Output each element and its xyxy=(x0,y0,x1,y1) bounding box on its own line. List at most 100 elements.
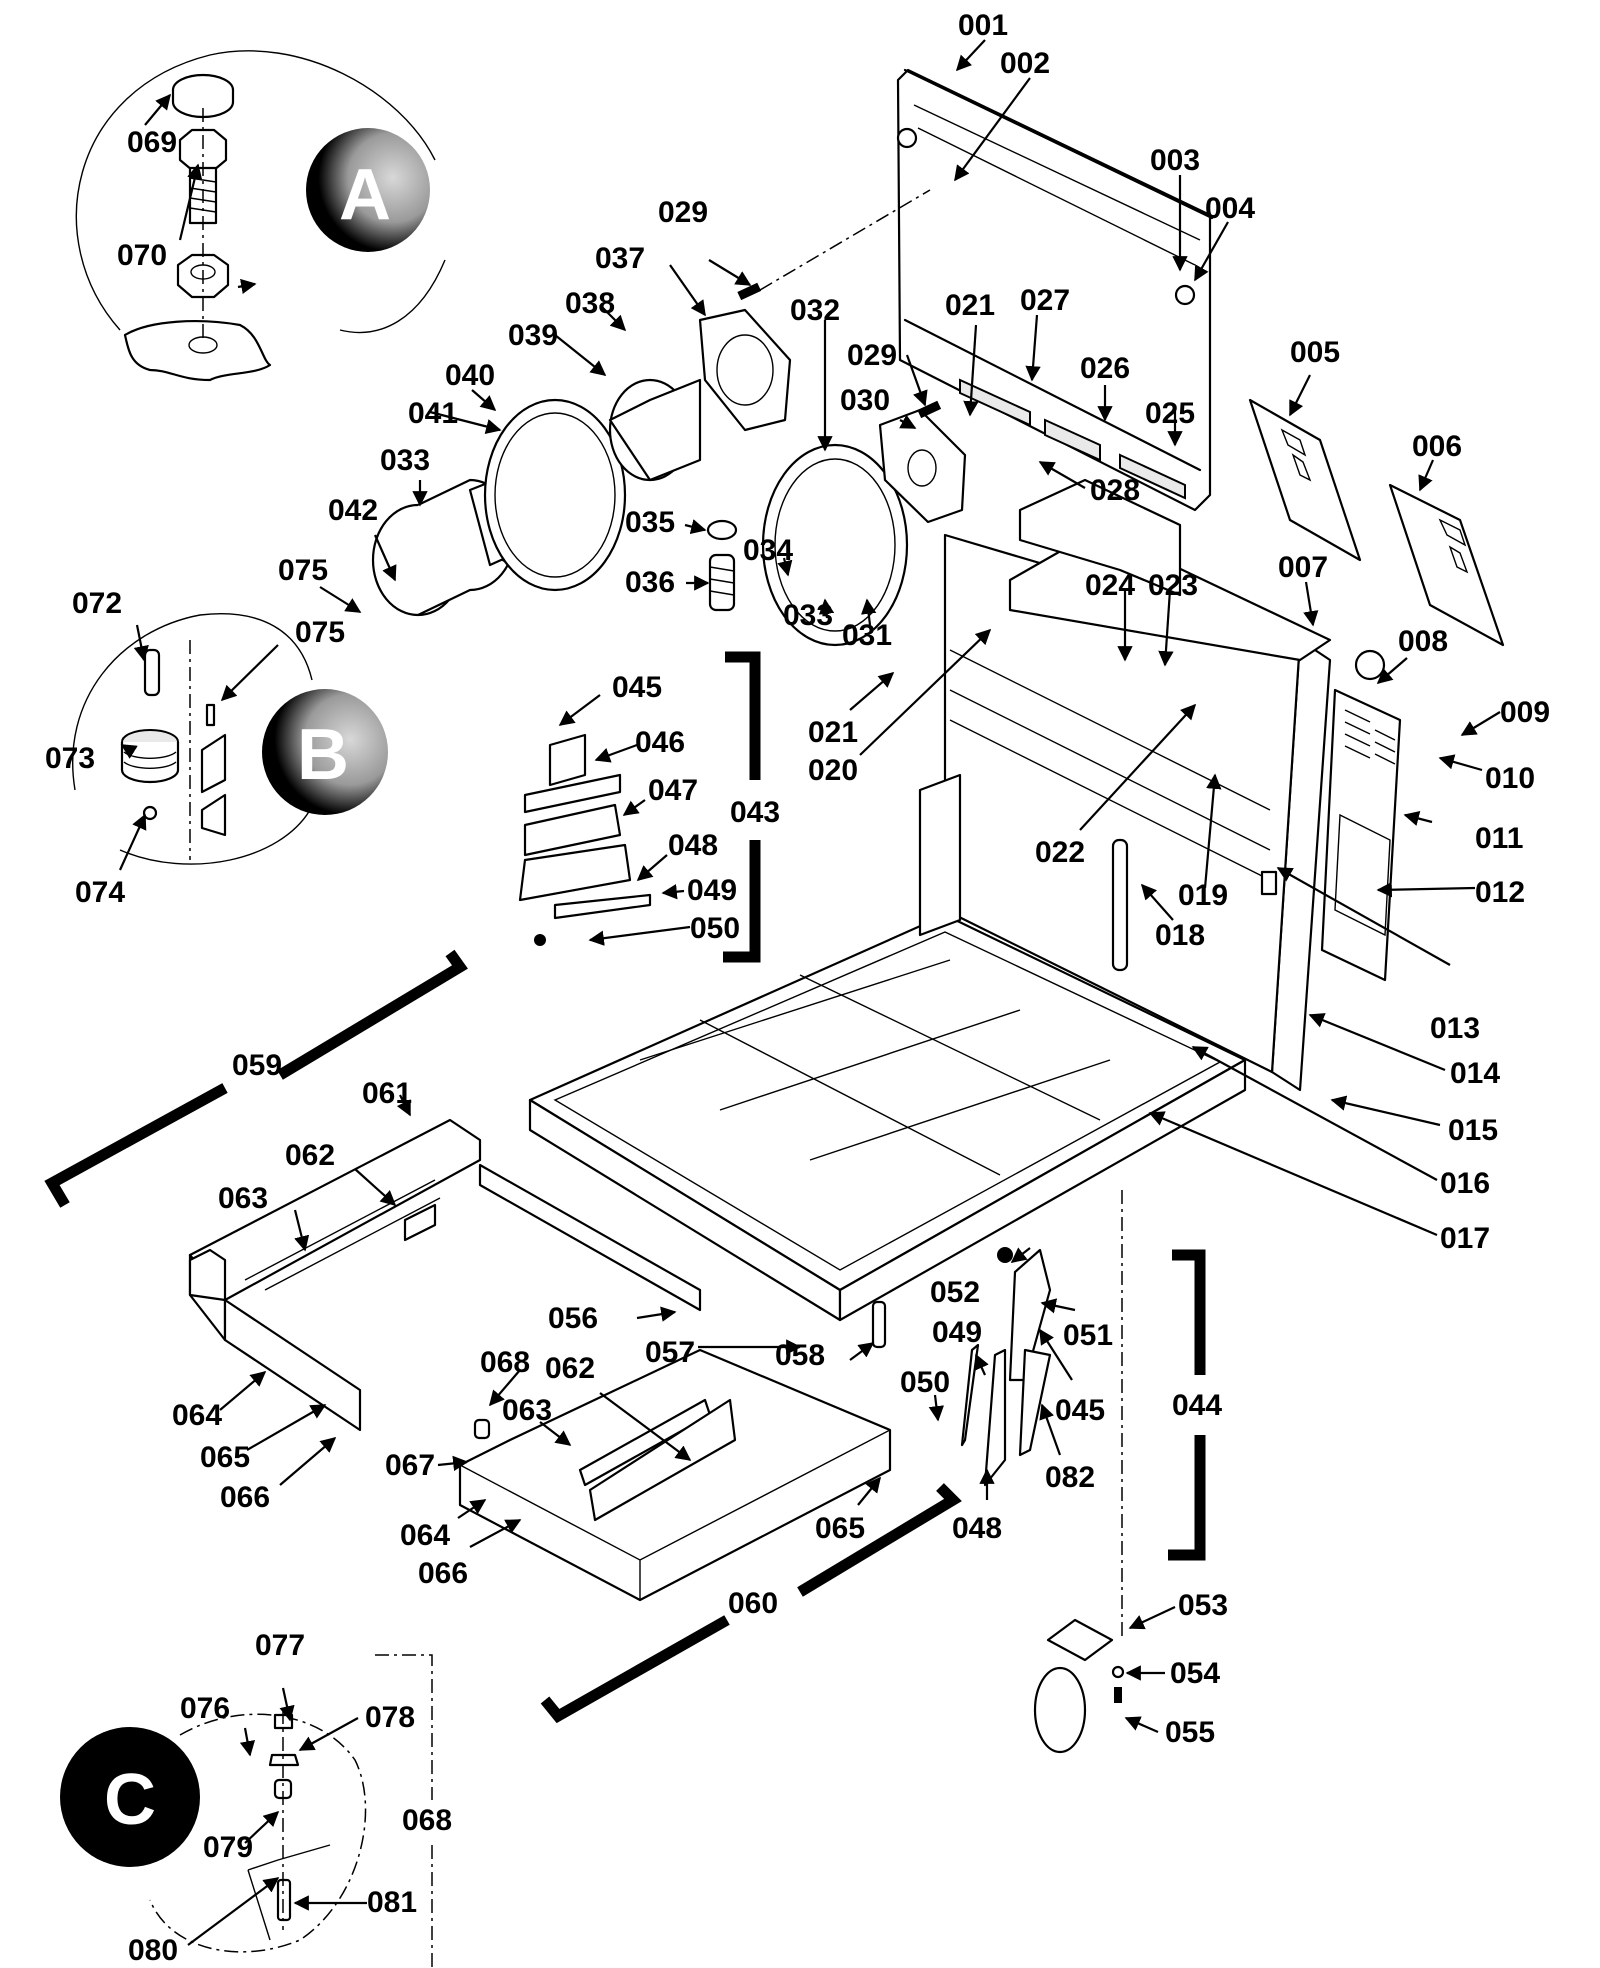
assembly-043-parts xyxy=(518,733,652,946)
callout-050-lower: 050 xyxy=(900,1366,950,1399)
callout-029-upper: 029 xyxy=(658,196,708,229)
nut-052 xyxy=(997,1247,1013,1263)
callout-030: 030 xyxy=(840,384,890,417)
callout-079: 079 xyxy=(203,1831,253,1864)
callout-075: 075 xyxy=(295,616,345,649)
callout-065-upper: 065 xyxy=(200,1441,250,1474)
callout-036: 036 xyxy=(625,566,675,599)
callout-014: 014 xyxy=(1450,1057,1500,1090)
callout-077: 077 xyxy=(255,1629,305,1662)
callout-068-detail: 068 xyxy=(402,1804,452,1837)
cabinet-body xyxy=(943,478,1402,1092)
callout-005: 005 xyxy=(1290,336,1340,369)
callout-068: 068 xyxy=(480,1346,530,1379)
pin-072 xyxy=(143,648,161,697)
callout-074: 074 xyxy=(75,876,125,909)
callout-023: 023 xyxy=(1148,569,1198,602)
callout-037: 037 xyxy=(595,242,645,275)
callout-062-lower: 062 xyxy=(545,1352,595,1385)
callout-069: 069 xyxy=(127,126,177,159)
callout-020: 020 xyxy=(808,754,858,787)
bolt-055 xyxy=(1114,1687,1122,1703)
washer-054 xyxy=(1111,1665,1125,1679)
pin-081 xyxy=(276,1878,292,1922)
callout-060: 060 xyxy=(728,1587,778,1620)
caster-053 xyxy=(1033,1190,1125,1754)
caster-wheel xyxy=(1033,1666,1087,1754)
bracket-060 xyxy=(540,1483,962,1724)
bed-060 xyxy=(458,1300,892,1602)
bracket-044-top xyxy=(1172,1249,1206,1375)
callout-029-lower: 029 xyxy=(847,339,897,372)
callout-033-upper: 033 xyxy=(380,444,430,477)
callout-039: 039 xyxy=(508,319,558,352)
side-rail-016 xyxy=(838,1058,1247,1322)
rail-062-left xyxy=(403,1203,437,1242)
callout-048-upper: 048 xyxy=(668,829,718,862)
mount-plate-037 xyxy=(698,308,792,432)
callout-047: 047 xyxy=(648,774,698,807)
panel-006 xyxy=(1388,483,1505,647)
bracket-043-top xyxy=(725,651,761,780)
pivot-068 xyxy=(473,1418,491,1440)
callout-013: 013 xyxy=(1430,1012,1480,1045)
plate-048 xyxy=(518,843,632,902)
callout-057: 057 xyxy=(645,1336,695,1369)
callout-064-upper: 064 xyxy=(172,1399,222,1432)
detail-c xyxy=(149,1710,367,1953)
callout-004: 004 xyxy=(1205,192,1255,225)
callout-078: 078 xyxy=(365,1701,415,1734)
drawer-059 xyxy=(188,1118,482,1432)
callout-035: 035 xyxy=(625,506,675,539)
callout-070: 070 xyxy=(117,239,167,272)
bed-rail-056 xyxy=(478,1163,702,1312)
callout-008: 008 xyxy=(1398,625,1448,658)
callout-038: 038 xyxy=(565,287,615,320)
bracket-043-bottom xyxy=(723,840,761,963)
callout-leaders xyxy=(118,39,1501,1946)
callout-061: 061 xyxy=(362,1077,412,1110)
terminal-block-026 xyxy=(1044,418,1101,462)
spring-029b xyxy=(917,400,942,419)
callout-043: 043 xyxy=(730,796,780,829)
washer-074 xyxy=(142,805,158,821)
hinge-bracket xyxy=(918,773,962,937)
side-cover-011 xyxy=(1320,688,1402,982)
callout-033-lower: 033 xyxy=(783,599,833,632)
detail-marker-a: A xyxy=(306,128,430,252)
callout-002: 002 xyxy=(1000,47,1050,80)
callout-012: 012 xyxy=(1475,876,1525,909)
detail-a xyxy=(75,50,446,382)
terminal-block-025 xyxy=(1119,453,1186,500)
callout-027: 027 xyxy=(1020,284,1070,317)
plate-082 xyxy=(1018,1348,1052,1457)
detail-marker-b: B xyxy=(262,689,388,815)
hinge-048 xyxy=(983,1348,1007,1487)
bolt-070 xyxy=(178,128,228,172)
callout-063-upper: 063 xyxy=(218,1182,268,1215)
callout-050-upper: 050 xyxy=(690,912,740,945)
callout-022: 022 xyxy=(1035,836,1085,869)
callout-063-lower: 063 xyxy=(502,1394,552,1427)
callout-066-upper: 066 xyxy=(220,1481,270,1514)
callout-042: 042 xyxy=(328,494,378,527)
spring-029a xyxy=(737,282,762,301)
callout-045-upper: 045 xyxy=(612,671,662,704)
latch-013 xyxy=(1260,870,1278,896)
bracket-044-bottom xyxy=(1168,1435,1206,1561)
callout-075-upper: 075 xyxy=(278,554,328,587)
callout-054: 054 xyxy=(1170,1657,1220,1690)
callout-067: 067 xyxy=(385,1449,435,1482)
cap-008 xyxy=(1354,649,1386,681)
callout-065-lower: 065 xyxy=(815,1512,865,1545)
callout-073: 073 xyxy=(45,742,95,775)
callout-009: 009 xyxy=(1500,696,1550,729)
callout-052: 052 xyxy=(930,1276,980,1309)
callout-059: 059 xyxy=(232,1049,282,1082)
callout-080: 080 xyxy=(128,1934,178,1967)
nut-078 xyxy=(268,1753,300,1767)
callout-082: 082 xyxy=(1045,1461,1095,1494)
detail-b xyxy=(72,613,313,865)
callout-011: 011 xyxy=(1475,822,1523,855)
label-plate-012 xyxy=(1334,813,1391,937)
